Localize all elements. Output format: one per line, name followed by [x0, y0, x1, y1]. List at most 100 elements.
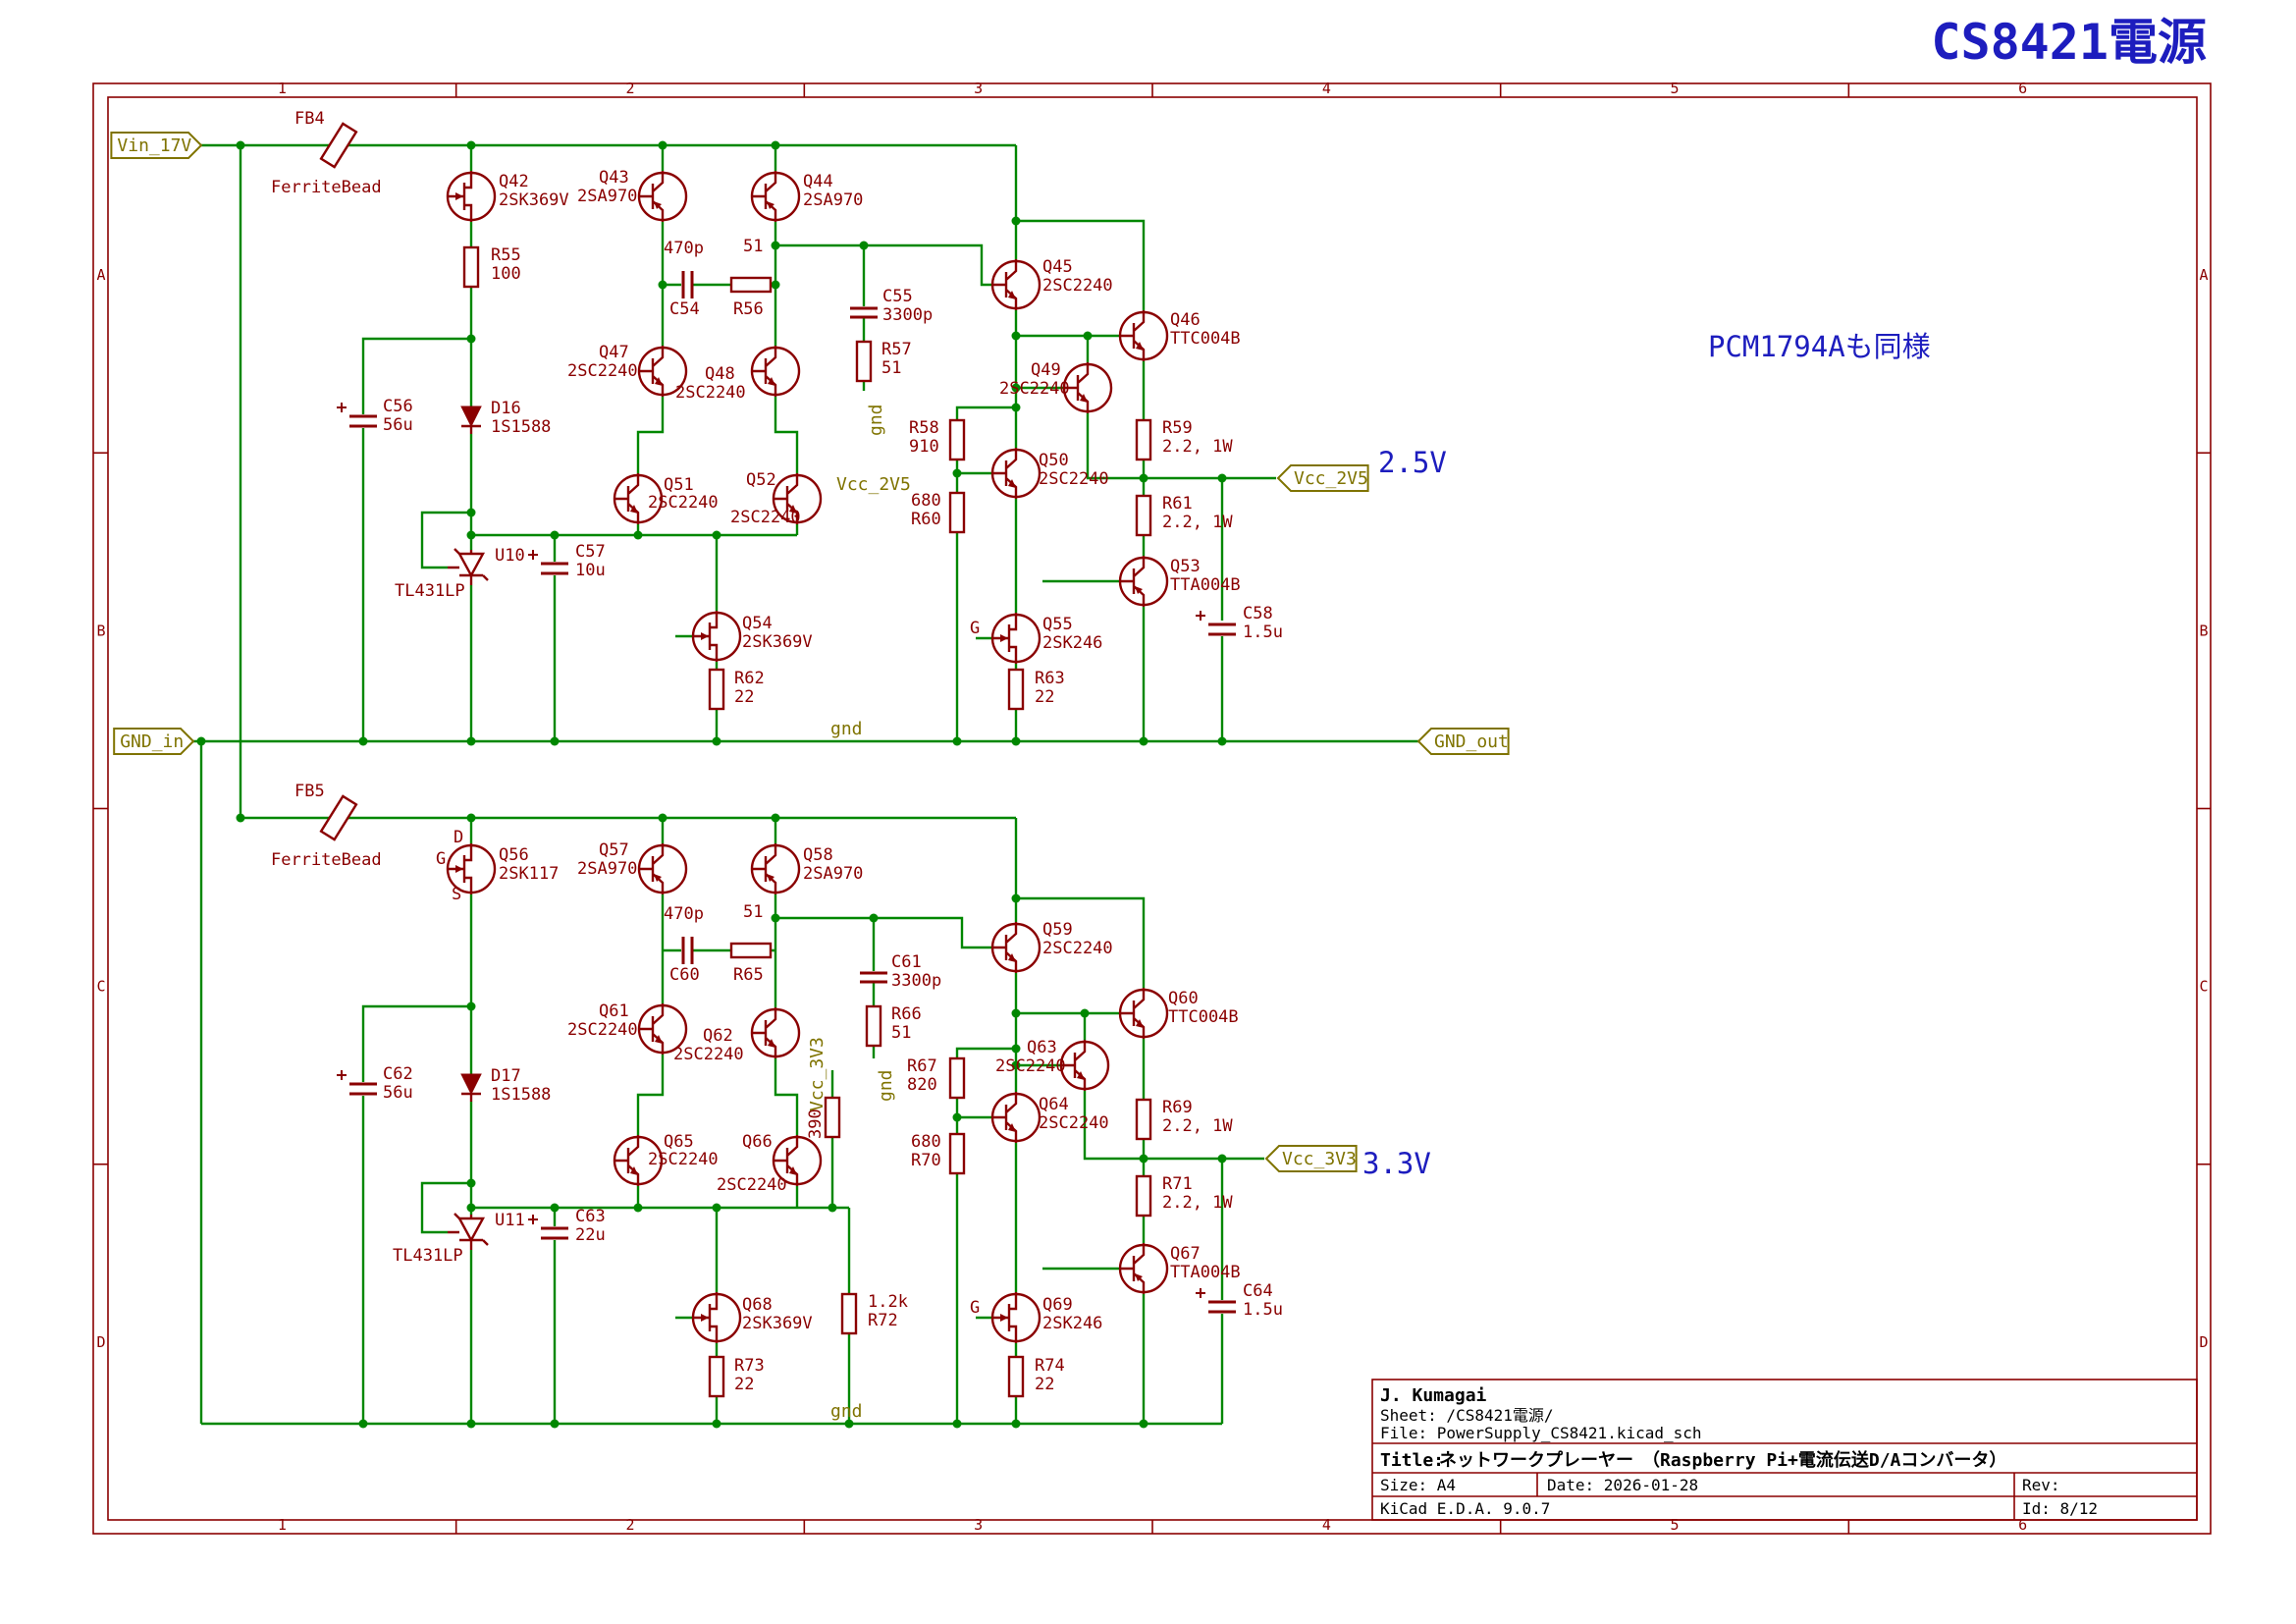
- r55-label[interactable]: R55: [491, 245, 521, 265]
- q56-label[interactable]: D: [454, 828, 463, 847]
- net-label-gnd[interactable]: gnd: [830, 719, 863, 739]
- q52-label[interactable]: Q52: [746, 470, 776, 490]
- u10-label[interactable]: U10: [495, 546, 525, 566]
- q65-label[interactable]: 2SC2240: [648, 1150, 719, 1169]
- q59-symbol[interactable]: [990, 920, 1041, 975]
- r56-symbol[interactable]: [729, 276, 773, 294]
- q58-label[interactable]: Q58: [803, 845, 833, 865]
- q69-label[interactable]: Q69: [1042, 1295, 1073, 1315]
- q54-label[interactable]: Q54: [742, 614, 773, 633]
- q63-label[interactable]: Q63: [1027, 1038, 1057, 1057]
- c61-label[interactable]: C61: [891, 952, 922, 972]
- q50-label[interactable]: 2SC2240: [1039, 469, 1109, 489]
- c55-label[interactable]: C55: [882, 287, 913, 306]
- u10-label[interactable]: TL431LP: [395, 581, 465, 601]
- q45-label[interactable]: 2SC2240: [1042, 276, 1113, 296]
- out-3v3-note[interactable]: 3.3V: [1362, 1147, 1431, 1180]
- r71-label[interactable]: 2.2, 1W: [1162, 1193, 1233, 1213]
- wire-top-reference[interactable]: [361, 145, 799, 741]
- net-label-gnd-out-outline[interactable]: [1416, 728, 1510, 755]
- q62-label[interactable]: 2SC2240: [673, 1045, 744, 1064]
- q46-symbol[interactable]: [1118, 308, 1169, 363]
- q47-label[interactable]: Q47: [599, 343, 629, 362]
- d16-symbol[interactable]: [459, 405, 483, 436]
- c56-symbol[interactable]: [335, 401, 379, 428]
- r70-label[interactable]: 680: [911, 1132, 941, 1152]
- q69-symbol[interactable]: [990, 1290, 1041, 1345]
- r60-label[interactable]: 680: [911, 491, 941, 511]
- r67-label[interactable]: 820: [907, 1075, 937, 1095]
- q61-label[interactable]: Q61: [599, 1001, 629, 1021]
- net-label-gnd-out[interactable]: GND_out: [1434, 731, 1509, 752]
- q43-label[interactable]: 2SA970: [577, 187, 637, 206]
- c60-label[interactable]: C60: [669, 965, 700, 985]
- q47-label[interactable]: 2SC2240: [567, 361, 638, 381]
- c58-symbol[interactable]: [1194, 609, 1238, 636]
- out-2v5-note[interactable]: 2.5V: [1378, 446, 1447, 479]
- q55-label[interactable]: Q55: [1042, 615, 1073, 634]
- q49-symbol[interactable]: [1062, 360, 1113, 415]
- r62-label[interactable]: 22: [734, 687, 754, 707]
- q68-label[interactable]: Q68: [742, 1295, 773, 1315]
- d16-label[interactable]: D16: [491, 399, 521, 418]
- d16-label[interactable]: 1S1588: [491, 417, 551, 437]
- c64-label[interactable]: 1.5u: [1243, 1300, 1283, 1320]
- c57-label[interactable]: C57: [575, 542, 606, 562]
- q55-label[interactable]: G: [970, 619, 980, 638]
- r66-symbol[interactable]: [865, 1004, 882, 1048]
- q67-label[interactable]: Q67: [1170, 1244, 1201, 1264]
- d17-symbol[interactable]: [459, 1072, 483, 1104]
- q46-label[interactable]: Q46: [1170, 310, 1201, 330]
- net-label-vcc-2v5[interactable]: Vcc_2V5: [1294, 468, 1368, 489]
- r65-symbol[interactable]: [729, 942, 773, 959]
- c60-label[interactable]: 470p: [664, 904, 704, 924]
- q63-symbol[interactable]: [1059, 1038, 1110, 1093]
- c64-label[interactable]: C64: [1243, 1281, 1273, 1301]
- net-label-vcc-2v5[interactable]: Vcc_2V5: [836, 474, 911, 495]
- pcm-note[interactable]: PCM1794Aも同様: [1708, 330, 1931, 363]
- c63-label[interactable]: 22u: [575, 1225, 606, 1245]
- u11-label[interactable]: TL431LP: [393, 1246, 463, 1266]
- r58-label[interactable]: R58: [909, 418, 939, 438]
- d17-label[interactable]: 1S1588: [491, 1085, 551, 1105]
- q68-symbol[interactable]: [691, 1290, 742, 1345]
- r74-symbol[interactable]: [1007, 1355, 1025, 1398]
- q58-symbol[interactable]: [750, 841, 801, 896]
- q52-label[interactable]: 2SC2240: [730, 508, 801, 527]
- q44-label[interactable]: 2SA970: [803, 190, 863, 210]
- r70-symbol[interactable]: [948, 1132, 966, 1175]
- q69-label[interactable]: G: [970, 1298, 980, 1318]
- q67-symbol[interactable]: [1118, 1241, 1169, 1296]
- u11-label[interactable]: U11: [495, 1211, 525, 1230]
- q43-label[interactable]: Q43: [599, 168, 629, 188]
- r63-symbol[interactable]: [1007, 668, 1025, 711]
- q50-label[interactable]: Q50: [1039, 451, 1069, 470]
- r66-label[interactable]: 51: [891, 1023, 911, 1043]
- c58-label[interactable]: C58: [1243, 604, 1273, 623]
- q65-label[interactable]: Q65: [664, 1132, 694, 1152]
- q49-label[interactable]: 2SC2240: [999, 379, 1070, 399]
- q66-label[interactable]: Q66: [742, 1132, 773, 1152]
- net-label-gnd[interactable]: gnd: [866, 404, 886, 436]
- net-label-vcc-3v3[interactable]: Vcc_3V3: [1282, 1149, 1357, 1169]
- r62-symbol[interactable]: [708, 668, 725, 711]
- r66-label[interactable]: R66: [891, 1004, 922, 1024]
- q43-symbol[interactable]: [637, 169, 688, 224]
- q56-label[interactable]: G: [436, 849, 446, 869]
- r61-label[interactable]: R61: [1162, 494, 1193, 514]
- q48-label[interactable]: 2SC2240: [675, 383, 746, 403]
- r68-label[interactable]: 390: [806, 1109, 826, 1139]
- q53-symbol[interactable]: [1118, 554, 1169, 609]
- r59-label[interactable]: 2.2, 1W: [1162, 437, 1233, 457]
- r65-label[interactable]: R65: [733, 965, 764, 985]
- c61-label[interactable]: 3300p: [891, 971, 941, 991]
- c60-symbol[interactable]: [681, 935, 694, 966]
- r73-label[interactable]: 22: [734, 1375, 754, 1394]
- q61-label[interactable]: 2SC2240: [567, 1020, 638, 1040]
- net-label-vcc-2v5-outline[interactable]: [1276, 464, 1369, 492]
- q45-label[interactable]: Q45: [1042, 257, 1073, 277]
- r73-label[interactable]: R73: [734, 1356, 765, 1376]
- r67-symbol[interactable]: [948, 1056, 966, 1100]
- q62-symbol[interactable]: [750, 1005, 801, 1060]
